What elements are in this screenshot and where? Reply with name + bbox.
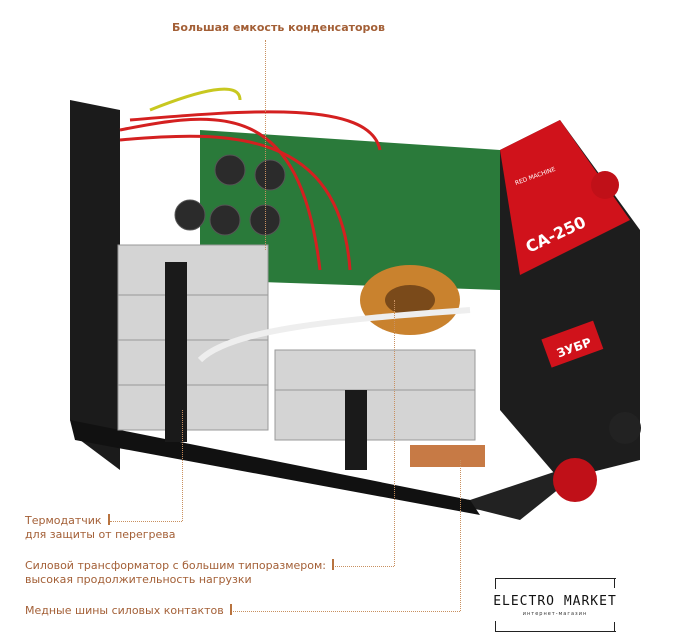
annotation-transformer: Силовой трансформатор с большим типоразм… [25,559,335,587]
leader-transformer [332,566,394,567]
leader-thermo-v [182,410,183,521]
electro-market-logo: ELECTRO MARKET интернет-магазин [493,578,616,632]
annotation-thermo: Термодатчик для защиты от перегрева [25,514,176,542]
transformer [360,265,460,335]
annotation-capacitors: Большая емкость конденсаторов [172,21,385,34]
leader-transformer-v [394,300,395,566]
leader-thermo [110,521,182,522]
annotation-transformer-line1: Силовой трансформатор с большим типоразм… [25,559,327,572]
logo-subtitle: интернет-магазин [522,611,588,617]
leader-copper [230,611,460,612]
capacitors [174,154,286,236]
annotation-thermo-line2: для защиты от перегрева [25,528,176,541]
annotation-copper-text: Медные шины силовых контактов [25,604,224,617]
leader-capacitors [265,40,266,250]
annotation-thermo-line1: Термодатчик [25,514,102,527]
annotation-copper: Медные шины силовых контактов [25,604,232,618]
logo-title: ELECTRO MARKET [493,594,617,609]
copper-bus [410,445,485,467]
leader-copper-v [460,460,461,611]
annotation-transformer-line2: высокая продолжительность нагрузки [25,573,252,586]
